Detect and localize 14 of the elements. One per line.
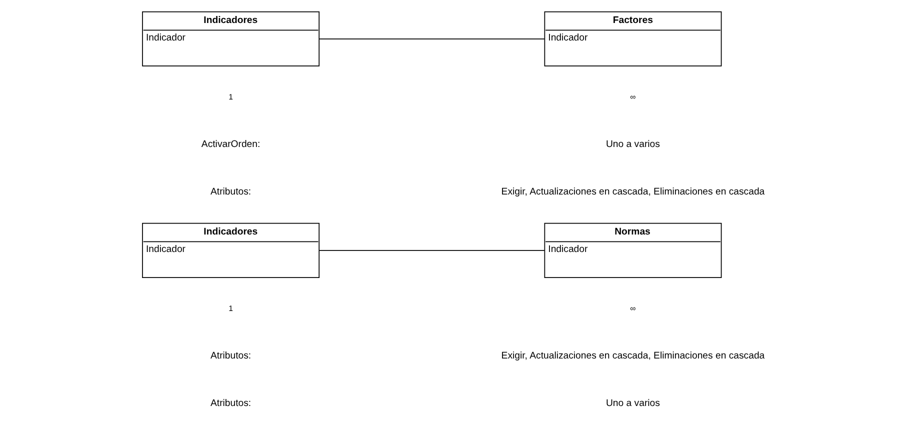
label: 1 [228,92,232,102]
label: Exigir, Actualizaciones en cascada, Eliminaciones en cascada [500,186,764,198]
label: ∞ [630,92,636,102]
label: 1 [228,304,232,313]
connector [318,250,544,251]
label: Uno a varios [606,139,660,150]
connector [318,38,544,40]
label: Atributos: [210,186,251,198]
label: Atributos: [210,398,251,409]
label: ActivarOrden: [200,139,260,150]
label: Exigir, Actualizaciones en cascada, Eliminaciones en cascada [500,350,764,362]
label: ∞ [630,304,636,313]
label: Uno a varios [606,398,660,409]
label: Atributos: [210,350,251,362]
